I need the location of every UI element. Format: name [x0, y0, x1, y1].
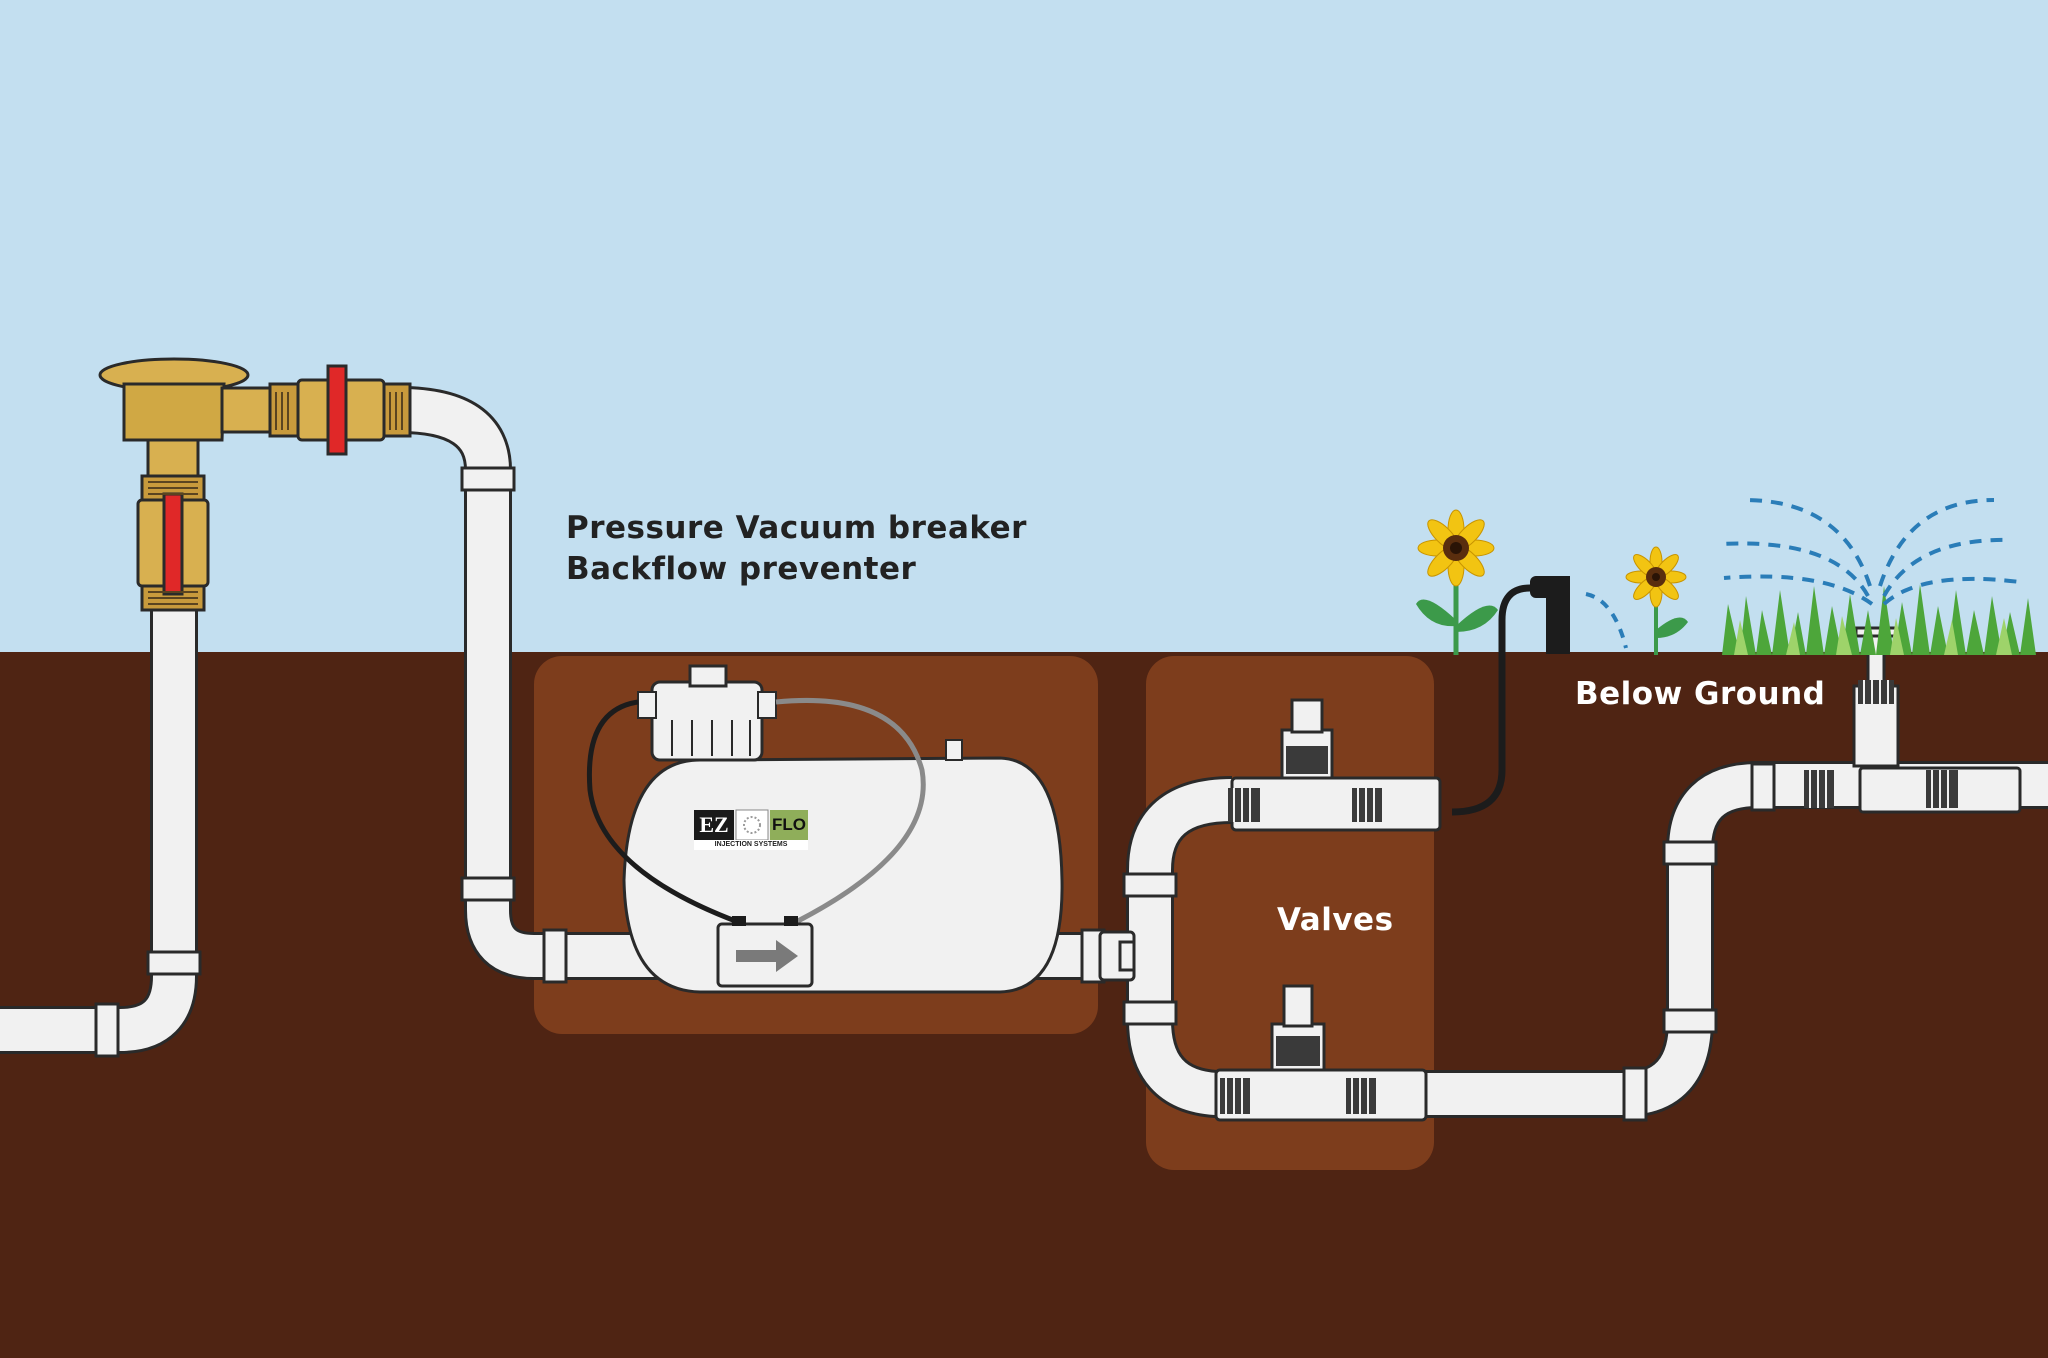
sprinkler-thread-lines: [1809, 680, 1949, 808]
below-ground-label: Below Ground: [1575, 676, 1826, 712]
manifold-connector: [1098, 930, 1136, 982]
sunflower-icon: [1625, 546, 1688, 655]
flow-arrow-icon: [716, 916, 814, 988]
water-spray: [1719, 498, 2021, 606]
grey-tube: [775, 697, 926, 925]
pvb-assembly-icon: [98, 357, 412, 612]
black-tube: [586, 699, 739, 925]
logo-right-text: FLO: [772, 815, 806, 834]
ez-flo-logo: [694, 809, 808, 841]
brass-threads: [148, 392, 403, 605]
logo-left-text: EZ: [699, 812, 729, 837]
valves-label: Valves: [1277, 902, 1394, 938]
drip-tube: [1451, 584, 1531, 816]
backflow-label-line1: Pressure Vacuum breaker: [566, 510, 1027, 546]
valve-thread-lines: [1225, 788, 1375, 1114]
grass-patch: [1722, 584, 2036, 655]
backflow-label-line2: Backflow preventer: [566, 551, 917, 587]
drip-emitter-icon: [1530, 576, 1628, 654]
pipe-couplings: [94, 466, 1776, 1122]
backflow-preventer-label: Pressure Vacuum breaker Backflow prevent…: [566, 508, 1027, 590]
sky: [0, 0, 2048, 655]
sunflower-icon: [1416, 509, 1498, 655]
logo-tagline: INJECTION SYSTEMS: [694, 840, 808, 850]
